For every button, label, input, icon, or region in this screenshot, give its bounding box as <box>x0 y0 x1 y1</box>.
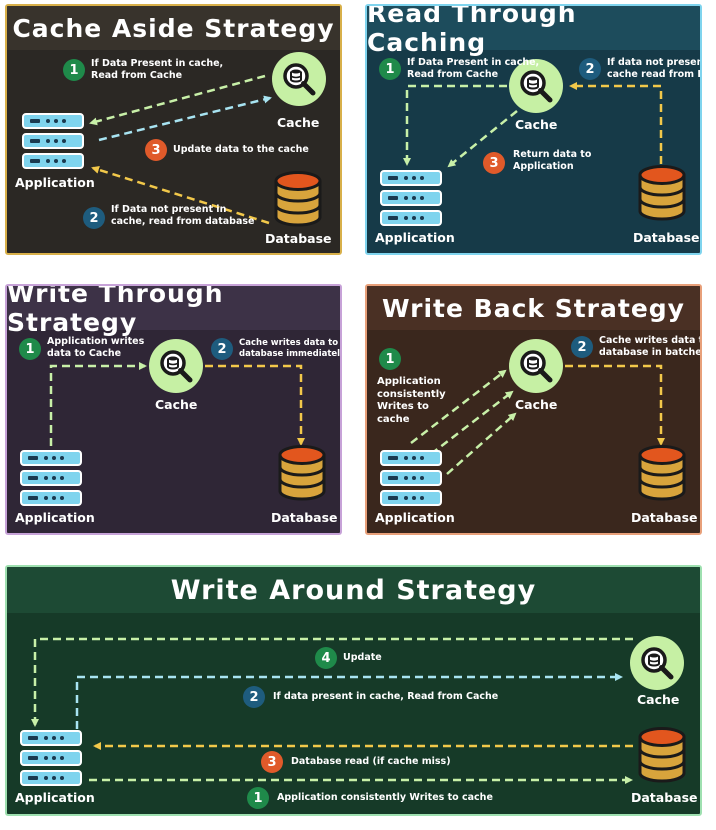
application-label: Application <box>15 510 95 525</box>
step-badge: 1 <box>379 58 401 80</box>
step-badge: 1 <box>247 787 269 809</box>
database-icon <box>277 443 327 501</box>
application-label: Application <box>375 510 455 525</box>
step-badge: 2 <box>243 686 265 708</box>
database-icon <box>273 169 323 227</box>
cache-label: Cache <box>277 115 320 130</box>
cache-label: Cache <box>155 397 198 412</box>
step-text: If Data not present in cache, read from … <box>111 204 255 227</box>
cache-label: Cache <box>515 397 558 412</box>
application-server-icon <box>379 449 443 507</box>
database-label: Database <box>633 230 700 245</box>
step-badge: 1 <box>63 59 85 81</box>
application-server-icon <box>379 169 443 227</box>
step-badge: 3 <box>261 751 283 773</box>
flow-arrows <box>31 637 633 784</box>
application-server-icon <box>19 449 83 507</box>
panel-read-through: Read Through Caching Cache Application D… <box>365 4 702 255</box>
step-text: Update <box>343 652 382 663</box>
step-badge: 2 <box>83 207 105 229</box>
step-text: Application consistently Writes to cache <box>377 376 446 425</box>
database-label: Database <box>631 510 698 525</box>
database-label: Database <box>265 231 332 246</box>
step-badge: 1 <box>19 338 41 360</box>
panel-write-around: Write Around Strategy Application Cache … <box>5 565 702 816</box>
cache-icon <box>629 635 685 691</box>
panel-title: Cache Aside Strategy <box>7 6 340 50</box>
database-icon <box>637 163 687 221</box>
step-text: Cache writes data to database immediatel… <box>239 338 342 359</box>
application-label: Application <box>15 175 95 190</box>
flow-arrows <box>89 74 272 225</box>
step-badge: 2 <box>571 336 593 358</box>
step-text: If data present in cache, Read from Cach… <box>273 691 499 702</box>
flow-arrows <box>410 364 665 475</box>
step-text: Database read (if cache miss) <box>291 756 451 767</box>
step-text: Application consistently Writes to cache <box>277 792 493 803</box>
application-server-icon <box>21 112 85 170</box>
step-badge: 4 <box>315 647 337 669</box>
panel-write-back: Write Back Strategy Cache Application Da… <box>365 284 702 535</box>
application-label: Application <box>375 230 455 245</box>
cache-icon <box>271 51 327 107</box>
cache-label: Cache <box>515 117 558 132</box>
panel-title: Write Around Strategy <box>7 567 700 613</box>
database-label: Database <box>271 510 338 525</box>
step-badge: 1 <box>379 348 401 370</box>
database-label: Database <box>631 790 698 805</box>
step-text: If Data Present in cache, Read from Cach… <box>407 57 540 80</box>
step-badge: 3 <box>483 152 505 174</box>
cache-icon <box>148 338 204 394</box>
panel-write-through: Write Through Strategy Cache Application… <box>5 284 342 535</box>
step-badge: 2 <box>211 338 233 360</box>
step-text: If Data Present in cache, Read from Cach… <box>91 58 224 81</box>
cache-icon <box>508 338 564 394</box>
panel-title: Write Back Strategy <box>367 286 700 330</box>
flow-arrows <box>403 82 663 168</box>
panel-cache-aside: Cache Aside Strategy Application Cache D… <box>5 4 342 255</box>
step-badge: 2 <box>579 58 601 80</box>
step-text: Cache writes data to database in batches <box>599 335 702 358</box>
application-label: Application <box>15 790 95 805</box>
step-text: Return data to Application <box>513 149 592 172</box>
step-text: Application writes data to Cache <box>47 336 145 359</box>
database-icon <box>637 443 687 501</box>
step-badge: 3 <box>145 139 167 161</box>
step-text: Update data to the cache <box>173 144 309 155</box>
application-server-icon <box>19 729 83 787</box>
database-icon <box>637 725 687 783</box>
cache-label: Cache <box>637 692 680 707</box>
step-text: If data not present in cache read from D… <box>607 57 700 80</box>
flow-arrows <box>49 362 305 446</box>
